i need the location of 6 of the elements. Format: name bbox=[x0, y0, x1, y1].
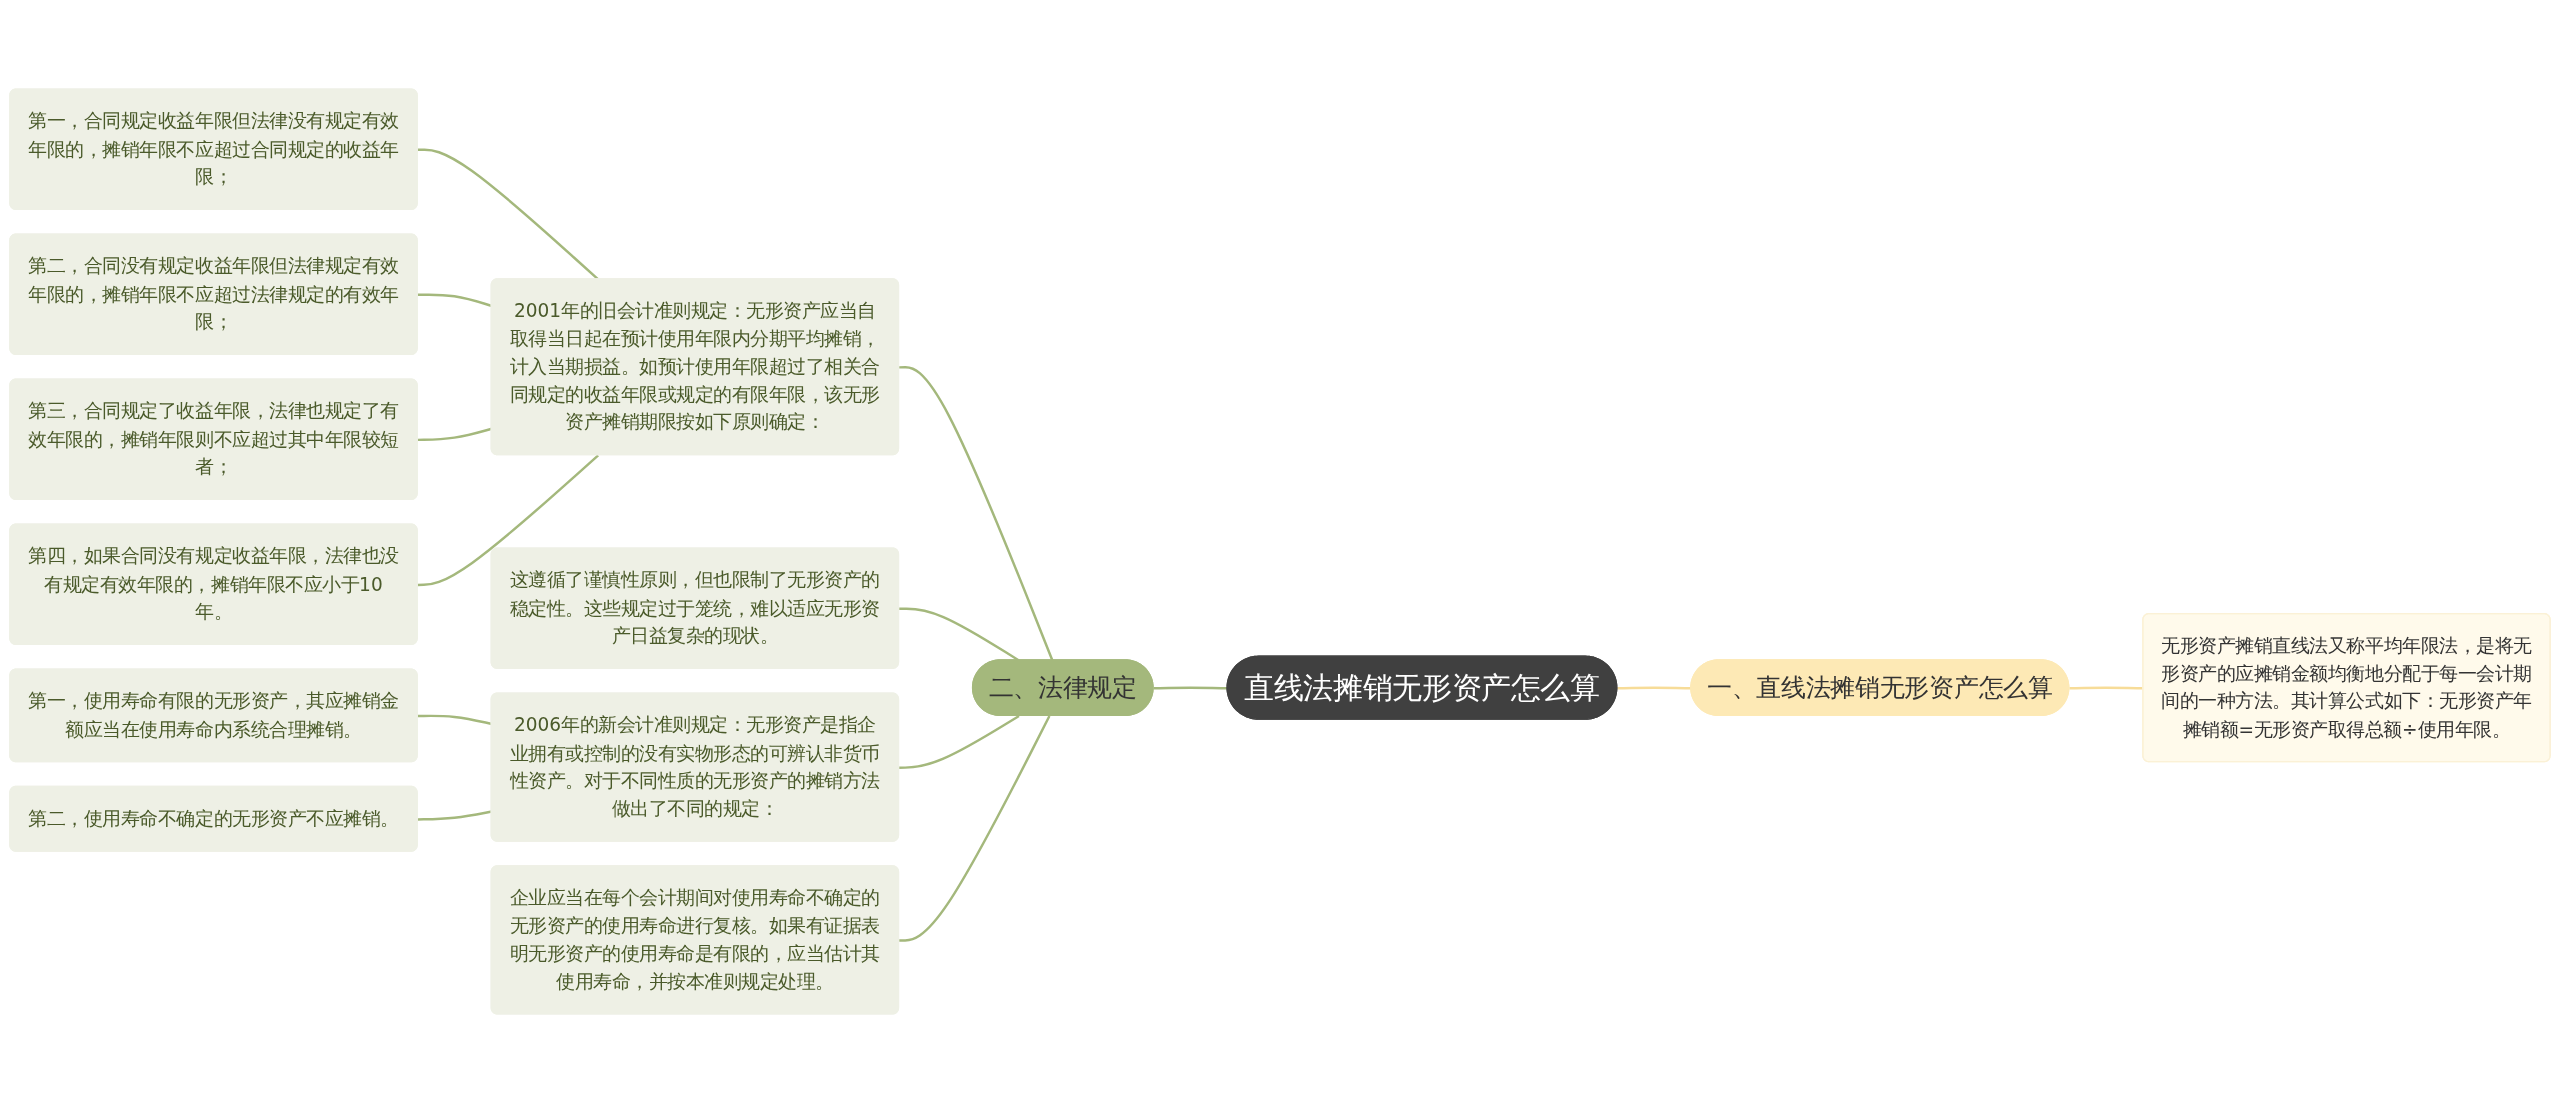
connector bbox=[417, 454, 599, 587]
connector bbox=[1617, 686, 1692, 690]
connector bbox=[899, 366, 1054, 661]
connector bbox=[899, 715, 1020, 769]
connector bbox=[899, 715, 1051, 942]
connector bbox=[1153, 686, 1228, 690]
